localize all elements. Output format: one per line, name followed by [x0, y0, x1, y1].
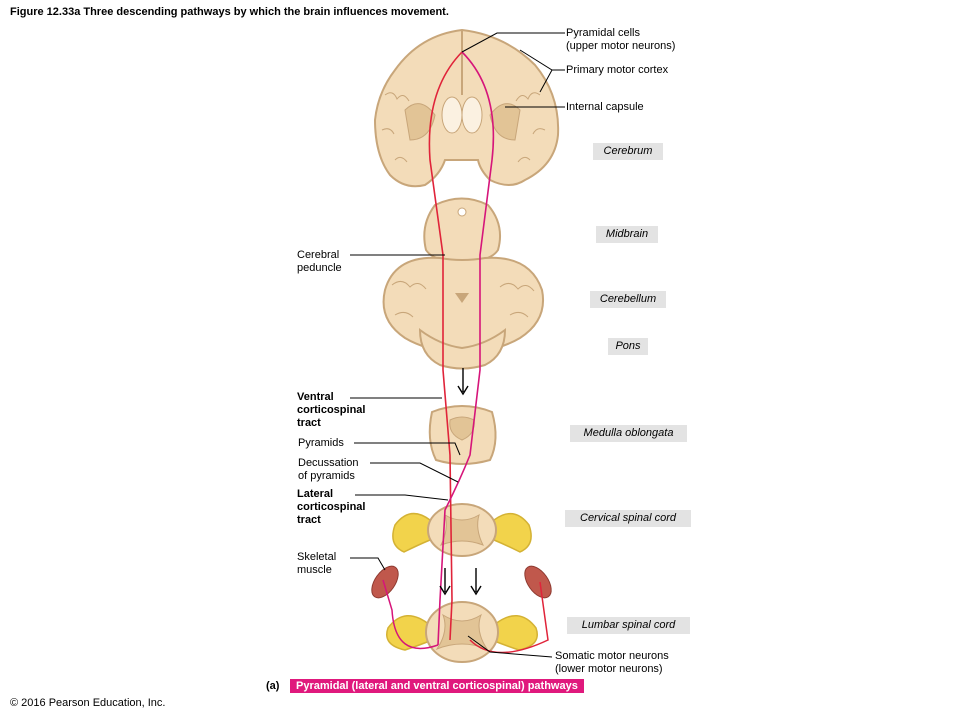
cerebellum-folia	[391, 281, 535, 318]
pons-outline	[418, 327, 507, 370]
ventricle-right	[461, 96, 483, 134]
lumbar-nerve-left	[386, 615, 433, 651]
label-primary-motor-cortex: Primary motor cortex	[566, 64, 669, 76]
label-pyramids: Pyramids	[298, 437, 344, 449]
cervical-gray-matter	[439, 513, 485, 546]
medulla-section	[428, 405, 497, 465]
basal-nuclei-right	[489, 103, 521, 141]
label-pyramidal-cells: Pyramidal cells (upper motor neurons)	[566, 27, 676, 52]
lumbar-nerve-right	[491, 615, 538, 651]
lower-motor-neuron-left	[382, 579, 439, 650]
label-internal-capsule: Internal capsule	[566, 101, 644, 113]
label-decussation-of-pyramids: Decussation of pyramids	[298, 457, 359, 482]
label-lateral-corticospinal-tract: Lateral corticospinal tract	[297, 488, 366, 526]
leader-pyramidal-cells	[461, 32, 565, 53]
cervical-nerve-right	[493, 512, 532, 553]
cerebellum-outline	[382, 256, 544, 357]
leader-lateral-tract	[355, 494, 449, 501]
cerebellum-pons-section	[382, 256, 544, 370]
basal-nuclei-left	[404, 103, 436, 141]
leader-skeletal-muscle	[350, 557, 386, 571]
region-medulla-oblongata: Medulla oblongata	[570, 425, 687, 442]
fourth-ventricle	[455, 293, 469, 303]
panel-caption: (a) Pyramidal (lateral and ventral cortic…	[266, 679, 584, 693]
label-skeletal-muscle: Skeletal muscle	[297, 551, 337, 576]
magenta-pathway-tract	[437, 51, 495, 646]
region-cerebrum: Cerebrum	[593, 143, 663, 160]
region-cerebellum: Cerebellum	[590, 291, 666, 308]
lumbar-section	[386, 601, 538, 663]
down-arrow-cervical-left	[439, 568, 451, 596]
leader-lines	[350, 32, 565, 658]
cerebral-aqueduct	[457, 207, 467, 217]
panel-letter: (a)	[266, 680, 280, 692]
region-cervical-spinal-cord: Cervical spinal cord	[565, 510, 691, 527]
gyri-left	[381, 92, 410, 163]
down-arrow-cervical-right	[470, 568, 482, 596]
skeletal-muscle-right	[524, 565, 552, 599]
ventricle-left	[441, 96, 463, 134]
lower-motor-neuron-right	[469, 581, 549, 654]
cervical-section	[392, 503, 532, 557]
label-cerebral-peduncle: Cerebral peduncle	[297, 249, 342, 274]
leader-primary-motor-cortex	[519, 49, 565, 93]
region-lumbar-spinal-cord: Lumbar spinal cord	[567, 617, 690, 634]
leader-pyramids	[354, 442, 461, 456]
leader-decussation	[370, 462, 459, 483]
red-pathway-tract	[428, 51, 463, 641]
down-arrow-medulla	[457, 368, 469, 396]
label-somatic-motor-neurons: Somatic motor neurons (lower motor neuro…	[555, 650, 669, 675]
panel-caption-text: Pyramidal (lateral and ventral corticosp…	[290, 679, 584, 693]
leader-somatic-motor	[467, 635, 553, 658]
cervical-nerve-left	[392, 512, 431, 553]
region-midbrain: Midbrain	[596, 226, 658, 243]
figure-title: Figure 12.33a Three descending pathways …	[10, 6, 449, 18]
gyri-right	[515, 92, 546, 163]
region-pons: Pons	[608, 338, 648, 355]
midbrain-section	[423, 197, 501, 264]
cerebrum-section	[373, 28, 560, 188]
skeletal-muscle-left	[371, 565, 399, 599]
copyright-notice: © 2016 Pearson Education, Inc.	[10, 697, 166, 709]
label-ventral-corticospinal-tract: Ventral corticospinal tract	[297, 391, 366, 429]
